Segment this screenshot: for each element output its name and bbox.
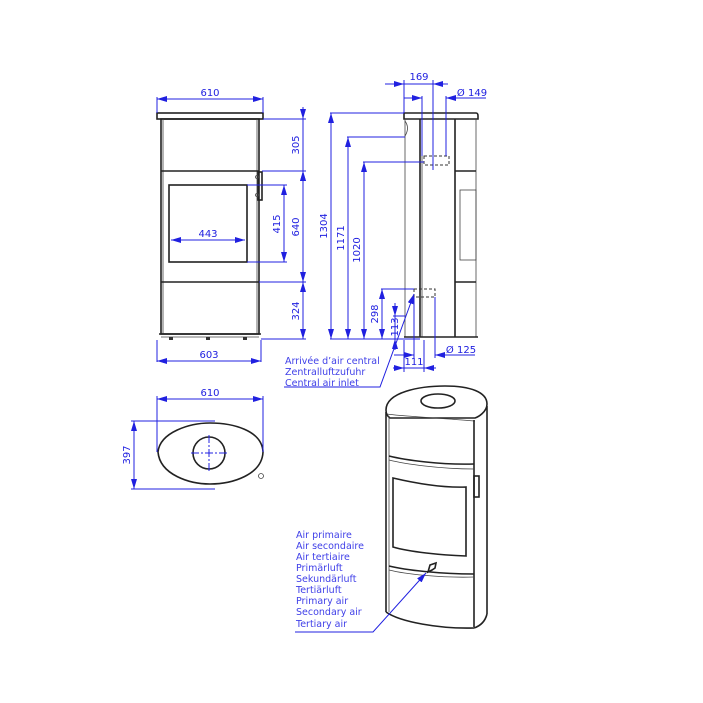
dim-flue-rear-height: 1020 (352, 237, 363, 262)
front-view (156, 112, 264, 340)
dim-base-width: 603 (199, 350, 218, 361)
svg-text:Arrivée d’air central: Arrivée d’air central (285, 356, 380, 367)
side-view (403, 112, 479, 338)
air-inlet-dashed (413, 288, 436, 298)
air-inlet-leader (284, 293, 415, 388)
air-control-labels: Air primaire Air secondaire Air tertiair… (295, 530, 364, 630)
svg-text:Sekundärluft: Sekundärluft (296, 574, 357, 585)
dim-air-inlet-offset: 111 (404, 357, 423, 368)
dim-total-height: 1304 (319, 213, 330, 238)
svg-text:Air primaire: Air primaire (296, 530, 352, 541)
side-view-dimensions: 169 Ø 149 1304 1171 1020 298 113 (284, 72, 487, 388)
dim-glass-width: 443 (198, 229, 217, 240)
svg-text:Zentralluftzufuhr: Zentralluftzufuhr (285, 367, 365, 378)
stove-body-front (160, 118, 260, 335)
air-control-leader (295, 572, 427, 633)
top-cap (156, 112, 264, 120)
dim-top-section: 305 (291, 135, 302, 154)
isometric-view (385, 385, 488, 629)
air-control-lever (426, 561, 438, 574)
svg-text:Central air inlet: Central air inlet (285, 378, 359, 389)
flue-outlet-dashed (423, 155, 450, 166)
top-view (157, 422, 264, 485)
svg-text:Primary air: Primary air (296, 596, 348, 607)
iso-door-glass (392, 476, 467, 557)
dim-door-height: 640 (291, 217, 302, 236)
dim-bottom-section: 324 (291, 301, 302, 320)
dim-air-inlet-diameter: Ø 125 (446, 344, 476, 356)
iso-flue-collar (420, 393, 456, 409)
side-handle (459, 189, 477, 261)
svg-text:Primärluft: Primärluft (296, 563, 343, 574)
dim-top-depth: 397 (122, 445, 133, 464)
central-air-inlet-labels: Arrivée d’air central Zentralluftzufuhr … (285, 356, 380, 389)
svg-text:Tertiary air: Tertiary air (295, 619, 347, 630)
svg-text:Secondary air: Secondary air (296, 607, 362, 618)
dim-air-inlet-bottom: 113 (390, 317, 401, 336)
svg-text:Air tertiaire: Air tertiaire (296, 552, 350, 563)
front-view-dimensions: 610 443 603 305 415 640 324 (156, 88, 306, 364)
dim-flue-top-height: 1171 (336, 225, 347, 250)
svg-text:Air secondaire: Air secondaire (296, 541, 364, 552)
dim-front-width: 610 (200, 88, 219, 99)
dim-flue-diameter: Ø 149 (457, 87, 487, 99)
handle-knob (258, 473, 264, 479)
svg-text:Tertiärluft: Tertiärluft (295, 585, 342, 596)
dim-air-inlet-height: 298 (370, 304, 381, 323)
dim-top-width: 610 (200, 388, 219, 399)
iso-top (385, 385, 488, 419)
door-glass (168, 184, 248, 263)
dim-flue-offset: 169 (409, 72, 428, 83)
top-view-dimensions: 610 397 (122, 388, 264, 490)
door-handle (257, 171, 263, 201)
dim-glass-height: 415 (272, 214, 283, 233)
